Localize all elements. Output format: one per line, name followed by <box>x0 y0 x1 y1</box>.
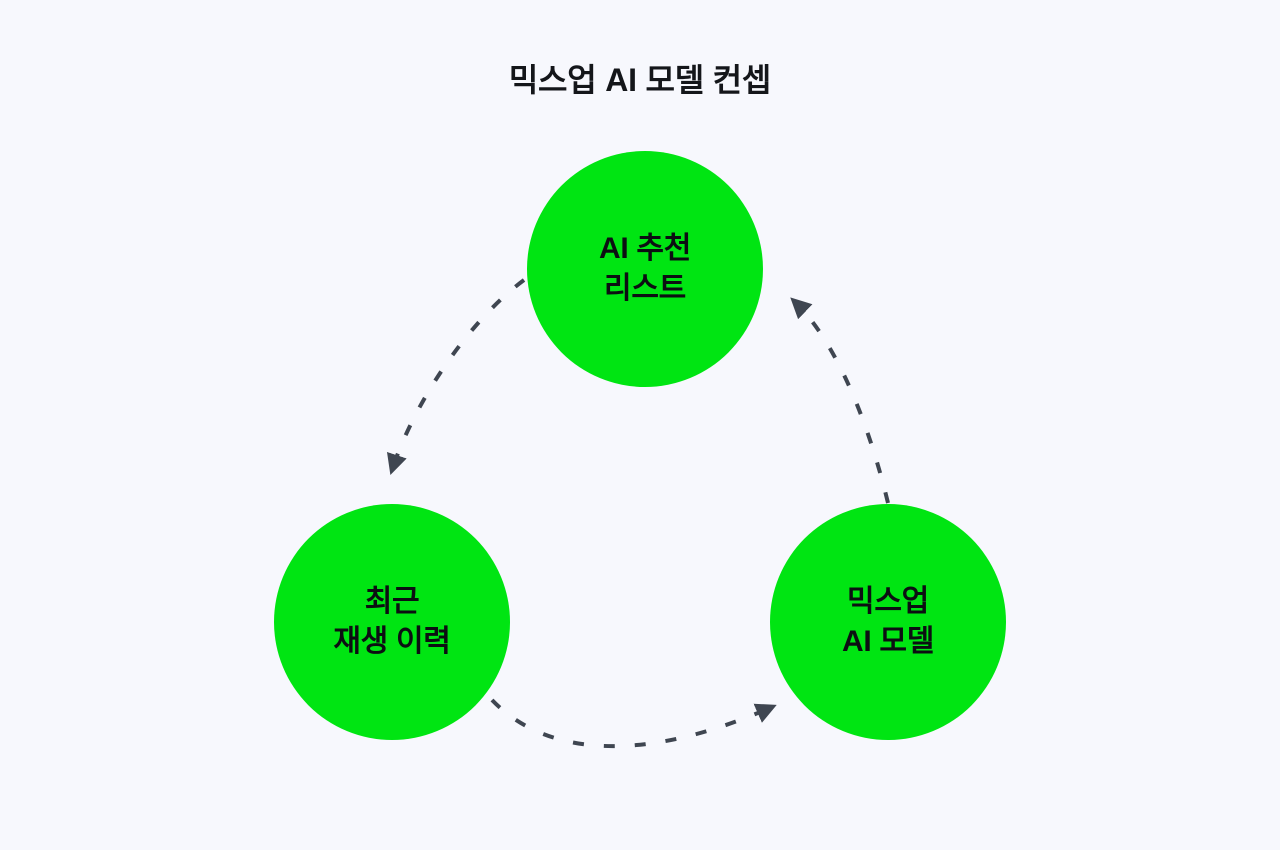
page-title: 믹스업 AI 모델 컨셉 <box>508 62 772 98</box>
node-mixup-ai-model[interactable]: 믹스업 AI 모델 <box>770 504 1006 740</box>
node-label-ai-recommendation-list: AI 추천 리스트 <box>598 232 692 305</box>
arrow-history-to-mixup-model <box>490 698 777 749</box>
node-recent-play-history[interactable]: 최근 재생 이력 <box>274 504 510 740</box>
arrow-recommendation-to-history <box>386 278 526 475</box>
node-label-recent-play-history: 최근 재생 이력 <box>333 585 451 658</box>
node-label-mixup-ai-model: 믹스업 AI 모델 <box>841 585 935 658</box>
arrow-mixup-model-to-recommendation <box>790 297 890 504</box>
node-ai-recommendation-list[interactable]: AI 추천 리스트 <box>527 151 763 387</box>
